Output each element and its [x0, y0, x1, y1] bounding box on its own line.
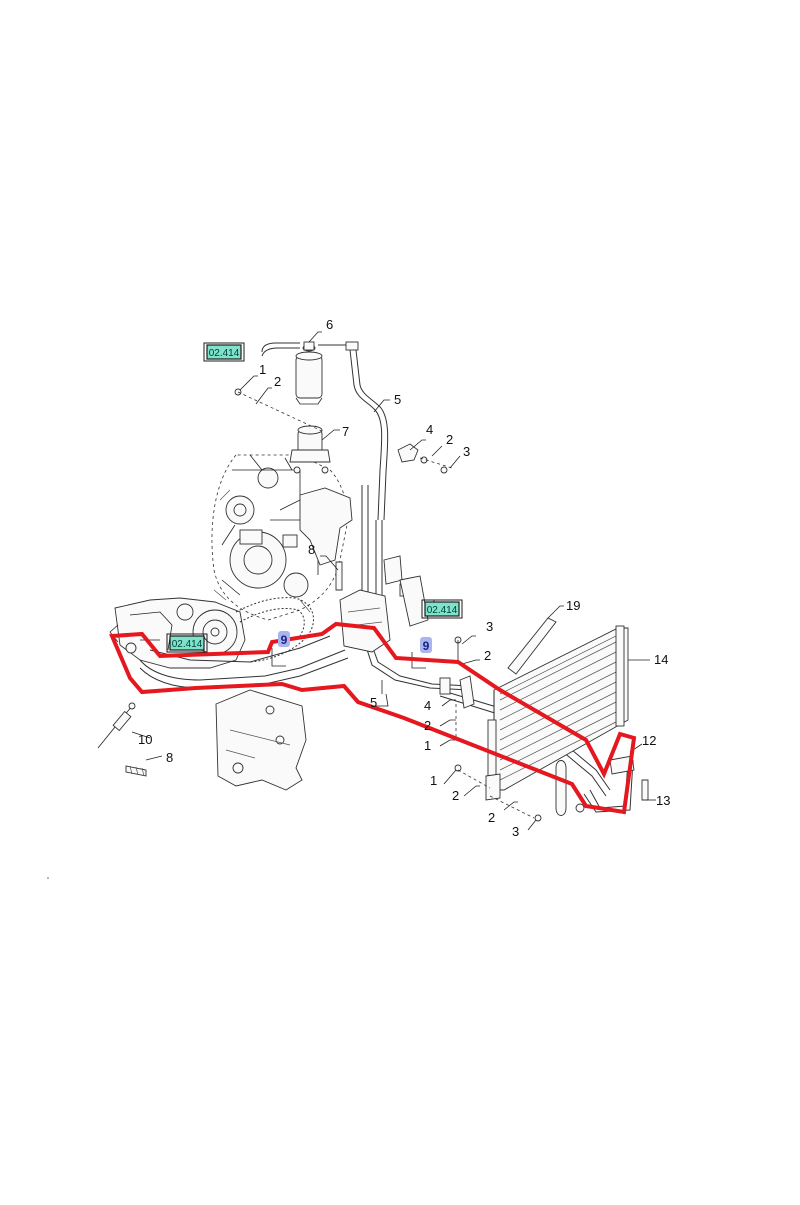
- reference-tag-label: 02.414: [209, 348, 240, 359]
- callout-2: 2: [452, 788, 459, 803]
- condenser: [485, 625, 635, 816]
- callout-3: 3: [463, 444, 470, 459]
- stray-mark: [47, 877, 49, 879]
- pressure-sensor: [97, 702, 136, 749]
- bolt-8: [125, 765, 147, 777]
- callout-14: 14: [654, 652, 668, 667]
- callout-8: 8: [166, 750, 173, 765]
- callout-5: 5: [394, 392, 401, 407]
- reference-tag-top[interactable]: 02.414: [203, 342, 245, 362]
- callout-2: 2: [446, 432, 453, 447]
- callout-2: 2: [484, 648, 491, 663]
- callout-1: 1: [430, 773, 437, 788]
- callout-1: 1: [259, 362, 266, 377]
- callout-numbers: 6 1 2 5 7 4 2 3 8 19 3 2 14 5 4 2 1 12 1…: [138, 317, 670, 839]
- callout-19: 19: [566, 598, 580, 613]
- callout-7: 7: [342, 424, 349, 439]
- callout-8: 8: [308, 542, 315, 557]
- tie-rod: [507, 617, 557, 675]
- callout-13: 13: [656, 793, 670, 808]
- receiver-drier: [295, 341, 323, 405]
- reference-tag-label: 02.414: [172, 639, 203, 650]
- callout-4: 4: [424, 698, 431, 713]
- item-9-tag-left[interactable]: 9: [278, 631, 290, 647]
- callout-1: 1: [424, 738, 431, 753]
- callout-5: 5: [370, 695, 377, 710]
- callout-2: 2: [274, 374, 281, 389]
- callout-10: 10: [138, 732, 152, 747]
- callout-3: 3: [512, 824, 519, 839]
- item-9-tag-right[interactable]: 9: [420, 637, 432, 653]
- reference-tag-label: 02.414: [427, 605, 458, 616]
- highlight-outline: [109, 621, 637, 815]
- callout-4: 4: [426, 422, 433, 437]
- mounting-bracket: [215, 689, 307, 791]
- item-9-label: 9: [281, 633, 288, 647]
- pressure-switch-bracket: [289, 425, 331, 474]
- reference-tag-left[interactable]: 02.414: [166, 633, 208, 653]
- item-9-label: 9: [423, 639, 430, 653]
- hose-clip: [397, 443, 419, 463]
- callout-3: 3: [486, 619, 493, 634]
- callout-2: 2: [488, 810, 495, 825]
- valve-block: [339, 575, 429, 653]
- callout-12: 12: [642, 733, 656, 748]
- leader-lines: [131, 331, 656, 831]
- engine-assembly: [211, 454, 353, 621]
- reference-tag-mid-right[interactable]: 02.414: [421, 599, 463, 619]
- callout-6: 6: [326, 317, 333, 332]
- callout-2: 2: [424, 718, 431, 733]
